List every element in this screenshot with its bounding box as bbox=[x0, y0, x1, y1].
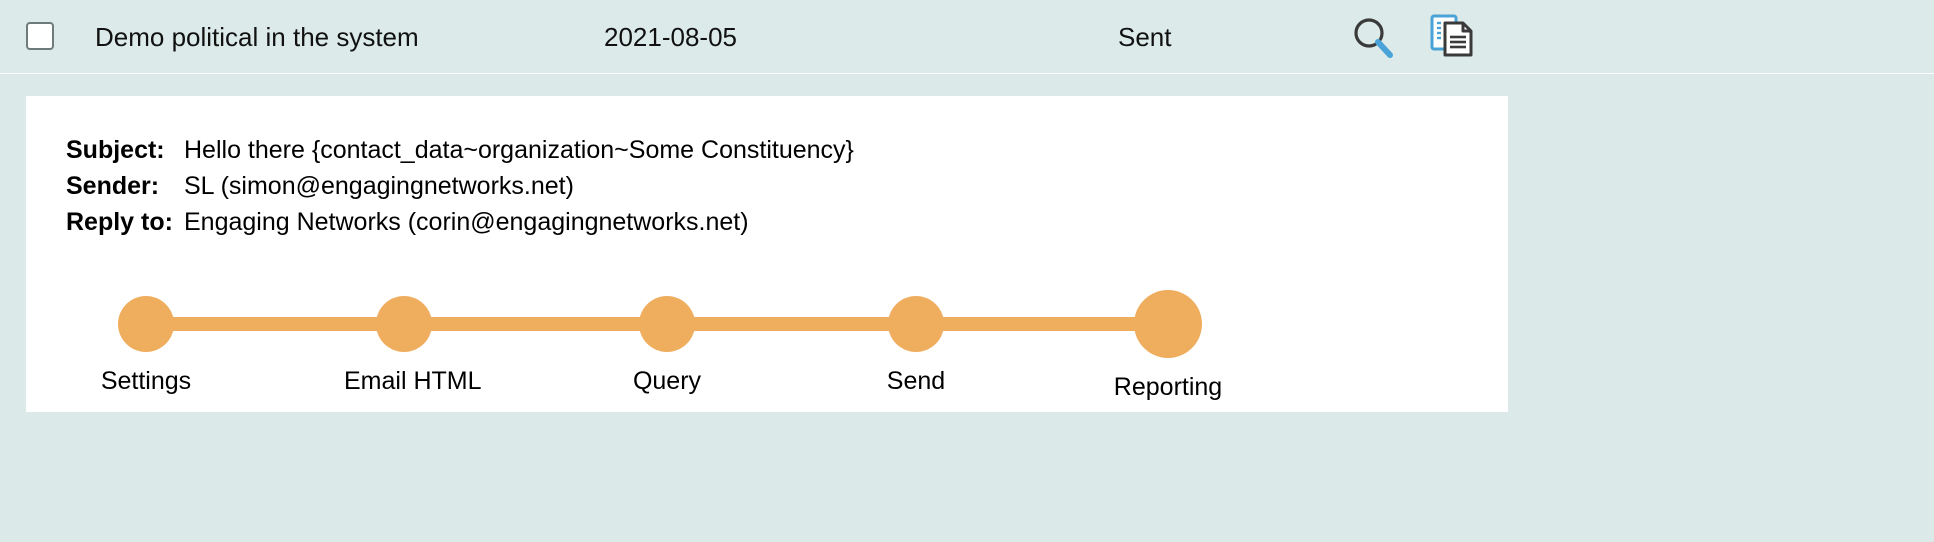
step-reporting[interactable]: Reporting bbox=[1108, 282, 1228, 402]
subject-label: Subject: bbox=[66, 136, 165, 164]
select-row-checkbox[interactable] bbox=[26, 22, 54, 50]
email-date: 2021-08-05 bbox=[604, 22, 737, 52]
step-query[interactable]: Query bbox=[607, 282, 727, 396]
step-dot-settings[interactable] bbox=[118, 296, 174, 352]
workflow-step-indicator: Settings Email HTML Query Send Reporting bbox=[86, 282, 1226, 401]
reply-to-label: Reply to: bbox=[66, 208, 173, 236]
step-label-settings: Settings bbox=[100, 367, 192, 395]
step-label-query: Query bbox=[632, 367, 702, 395]
step-email-html[interactable]: Email HTML bbox=[344, 282, 482, 396]
sender-label: Sender: bbox=[66, 172, 160, 200]
email-meta-block: Subject: Hello there {contact_data~organ… bbox=[66, 136, 854, 244]
meta-row-sender: Sender: SL (simon@engagingnetworks.net) bbox=[66, 172, 854, 208]
step-send[interactable]: Send bbox=[856, 282, 976, 396]
search-icon[interactable] bbox=[1350, 14, 1396, 60]
step-dot-reporting[interactable] bbox=[1134, 290, 1202, 358]
select-row-checkbox-cell[interactable] bbox=[26, 22, 56, 52]
email-detail-card: Subject: Hello there {contact_data~organ… bbox=[26, 96, 1508, 412]
reply-to-value: Engaging Networks (corin@engagingnetwork… bbox=[184, 208, 749, 236]
step-label-reporting: Reporting bbox=[1113, 373, 1223, 401]
email-status: Sent bbox=[1118, 22, 1172, 52]
meta-row-subject: Subject: Hello there {contact_data~organ… bbox=[66, 136, 854, 172]
email-name: Demo political in the system bbox=[95, 22, 419, 52]
email-summary-row[interactable]: Demo political in the system 2021-08-05 … bbox=[0, 0, 1934, 74]
step-dot-query[interactable] bbox=[639, 296, 695, 352]
step-dot-email-html[interactable] bbox=[376, 296, 432, 352]
meta-row-reply-to: Reply to: Engaging Networks (corin@engag… bbox=[66, 208, 854, 244]
step-label-email-html: Email HTML bbox=[344, 367, 482, 395]
step-label-send: Send bbox=[886, 367, 946, 395]
sender-value: SL (simon@engagingnetworks.net) bbox=[184, 172, 574, 200]
step-settings[interactable]: Settings bbox=[86, 282, 206, 396]
subject-value: Hello there {contact_data~organization~S… bbox=[184, 136, 854, 164]
step-dot-send[interactable] bbox=[888, 296, 944, 352]
copy-document-icon[interactable] bbox=[1428, 12, 1476, 60]
